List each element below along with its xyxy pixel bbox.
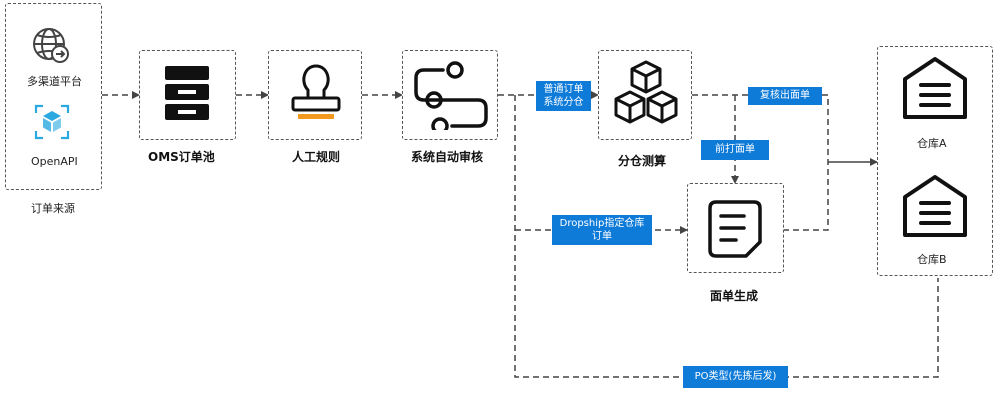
tag-preprint-label: 前打面单 [701, 140, 769, 160]
order-source-label: 订单来源 [31, 202, 75, 215]
globe-icon [33, 28, 69, 63]
tag-recheck-label: 复核出面单 [748, 87, 822, 105]
warehouse-a-label: 仓库A [917, 137, 947, 150]
oms-pool-node [139, 50, 236, 140]
label-gen-label: 面单生成 [710, 289, 759, 303]
warehouse-b-icon [903, 175, 967, 237]
openapi-cube-icon [34, 104, 70, 140]
auto-review-label: 系统自动审核 [411, 150, 484, 164]
manual-rules-label: 人工规则 [292, 150, 341, 164]
tag-normal-order: 普通订单系统分仓 [536, 81, 591, 111]
warehouse-calc-label: 分仓测算 [618, 154, 667, 168]
multi-channel-label: 多渠道平台 [27, 75, 82, 88]
stamp-icon [291, 64, 341, 119]
warehouse-b-label: 仓库B [917, 253, 947, 266]
tag-po-type: PO类型(先拣后发) [683, 366, 788, 388]
warehouse-calc-node [598, 50, 692, 140]
document-icon [708, 200, 762, 258]
warehouse-a-icon [903, 57, 967, 119]
tag-dropship: Dropship指定仓库订单 [552, 215, 652, 245]
workflow-icon [414, 61, 488, 130]
server-stack-icon [165, 66, 209, 120]
boxes-icon [614, 60, 678, 124]
openapi-label: OpenAPI [31, 155, 78, 168]
oms-pool-label: OMS订单池 [148, 150, 215, 164]
